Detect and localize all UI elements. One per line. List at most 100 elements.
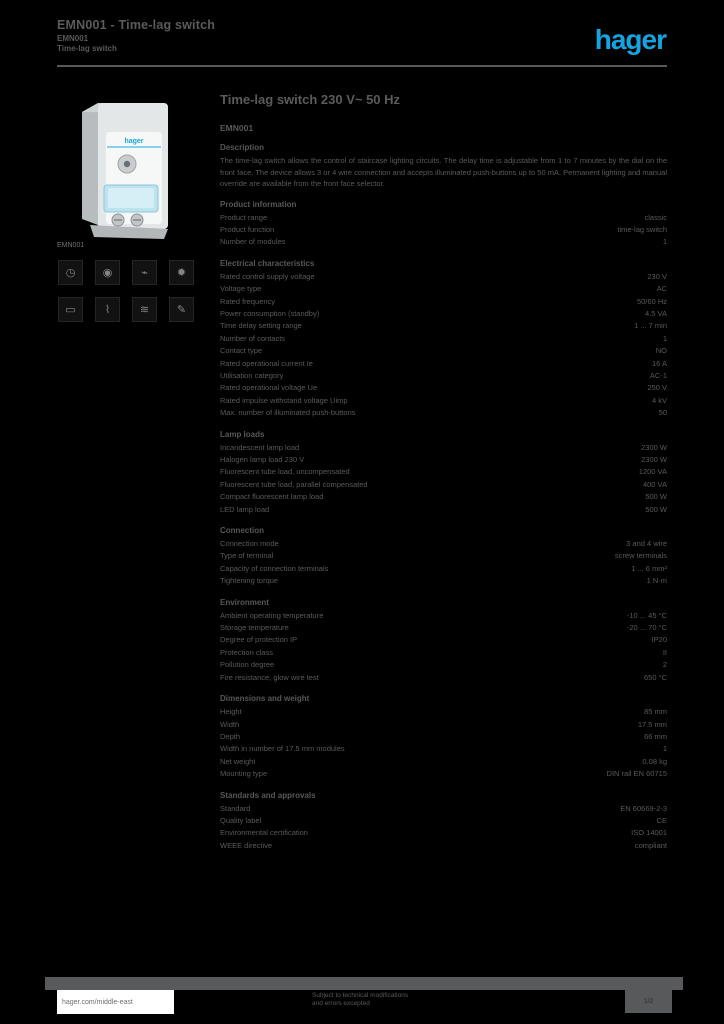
- spec-label: Fluorescent tube load, parallel compensa…: [220, 479, 368, 489]
- spec-label: Pollution degree: [220, 660, 275, 670]
- spec-value: 1200 VA: [638, 467, 667, 477]
- spec-value: 50: [658, 408, 667, 418]
- spec-label: Rated impulse withstand voltage Uimp: [220, 395, 348, 405]
- spec-label: LED lamp load: [220, 504, 270, 514]
- spec-label: Number of modules: [220, 237, 286, 247]
- spec-row: Number of modules 1: [220, 236, 667, 248]
- timer-dial-icon-glyph: ◷: [65, 267, 76, 279]
- section-heading: Product information: [220, 199, 297, 209]
- spec-value: ISO 14001: [631, 828, 667, 838]
- spec-value: 1 ... 6 mm²: [631, 563, 667, 573]
- spec-row: Net weight 0.08 kg: [220, 756, 667, 768]
- spec-label: Fire resistance, glow wire test: [220, 672, 319, 682]
- spec-row: Fluorescent tube load, parallel compensa…: [220, 479, 667, 491]
- illuminated-button-icon: ✹: [169, 260, 194, 285]
- spec-row: Rated impulse withstand voltage Uimp 4 kV: [220, 395, 667, 407]
- spec-label: Connection mode: [220, 539, 279, 549]
- spec-label: Incandescent lamp load: [220, 442, 300, 452]
- spec-row: Ambient operating temperature-10 ... 45 …: [220, 610, 667, 622]
- spec-label: Width: [220, 719, 240, 729]
- spec-label: Product range: [220, 212, 268, 222]
- push-button-icon: ◉: [95, 260, 120, 285]
- spec-row: Pollution degree 2: [220, 659, 667, 671]
- spec-value: screw terminals: [614, 551, 667, 561]
- spec-value: 1: [662, 744, 667, 754]
- spec-label: Fluorescent tube load, uncompensated: [220, 467, 350, 477]
- spec-label: Rated operational current Ie: [220, 358, 313, 368]
- spec-label: Type of terminal: [220, 551, 274, 561]
- page-title: EMN001 - Time-lag switch: [57, 18, 216, 32]
- din-module-illustration: hager: [82, 103, 168, 239]
- spec-row: Storage temperature-20 ... 70 °C: [220, 622, 667, 634]
- spec-row: Capacity of connection terminals 1 ... 6 …: [220, 563, 667, 575]
- spec-row: Quality label CE: [220, 815, 667, 827]
- footer-bar: [45, 977, 683, 990]
- screwdriver-icon-glyph: ✎: [176, 304, 187, 316]
- wiring-3wire-icon: ⌇: [95, 297, 120, 322]
- footer-note: Subject to technical modifications and e…: [312, 992, 408, 1008]
- section-heading: Environment: [220, 597, 269, 607]
- spec-value: 0.08 kg: [642, 756, 667, 766]
- section-heading: Lamp loads: [220, 429, 265, 439]
- spec-value: IP20: [651, 635, 667, 645]
- screwdriver-icon: ✎: [169, 297, 194, 322]
- spec-value: CE: [656, 815, 667, 825]
- spec-value: 4 kV: [651, 395, 667, 405]
- spec-label: Halogen lamp load 230 V: [220, 455, 305, 464]
- spec-value: 650 °C: [643, 672, 667, 682]
- spec-row: Fluorescent tube load, uncompensated 1200…: [220, 466, 667, 478]
- spec-value: 1 ... 7 min: [634, 321, 667, 331]
- spec-label: Power consumption (standby): [220, 308, 320, 318]
- footer-website-link[interactable]: hager.com/middle-east: [57, 990, 174, 1014]
- spec-value: 4.5 VA: [645, 308, 667, 318]
- spec-label: Net weight: [220, 756, 256, 766]
- spec-label: Degree of protection IP: [220, 635, 298, 645]
- spec-label: Quality label: [220, 815, 262, 825]
- spec-label: Rated control supply voltage: [220, 271, 315, 281]
- product-photo: hager: [60, 92, 200, 242]
- module-width-icon-glyph: ▭: [65, 304, 76, 316]
- spec-value: 2: [662, 660, 667, 670]
- spec-value: 1: [662, 333, 667, 343]
- footer-page-tab: 1/2: [625, 990, 672, 1013]
- spec-label: Standard: [220, 803, 251, 813]
- spec-label: Protection class: [220, 647, 273, 657]
- module-width-icon: ▭: [58, 297, 83, 322]
- spec-value: 1: [662, 237, 667, 247]
- spec-label: Number of contacts: [220, 333, 286, 343]
- section-heading: Connection: [220, 526, 264, 536]
- spec-value: DIN rail EN 60715: [606, 769, 667, 779]
- spec-label: Capacity of connection terminals: [220, 563, 329, 573]
- spec-row: Fire resistance, glow wire test 650 °C: [220, 672, 667, 684]
- spec-row: Type of terminal screw terminals: [220, 550, 667, 562]
- product-reference-caption: EMN001: [57, 242, 85, 249]
- product-title: Time-lag switch 230 V~ 50 Hz: [220, 92, 401, 107]
- spec-value: 66 mm: [644, 731, 667, 741]
- wiring-4wire-icon-glyph: ≋: [139, 304, 150, 316]
- spec-label: Voltage type: [220, 284, 262, 294]
- spec-label: Compact fluorescent lamp load: [220, 492, 324, 502]
- spec-value: 250 V: [647, 383, 667, 393]
- section-heading: Electrical characteristics: [220, 258, 315, 268]
- spec-value: 50/60 Hz: [636, 296, 667, 306]
- spec-value: AC-1: [649, 370, 667, 380]
- pictogram-grid: ◷◉⌁✹▭⌇≋✎: [58, 260, 208, 322]
- spec-label: Contact type: [220, 346, 263, 356]
- header-subtitle-line1: EMN001: [57, 34, 89, 43]
